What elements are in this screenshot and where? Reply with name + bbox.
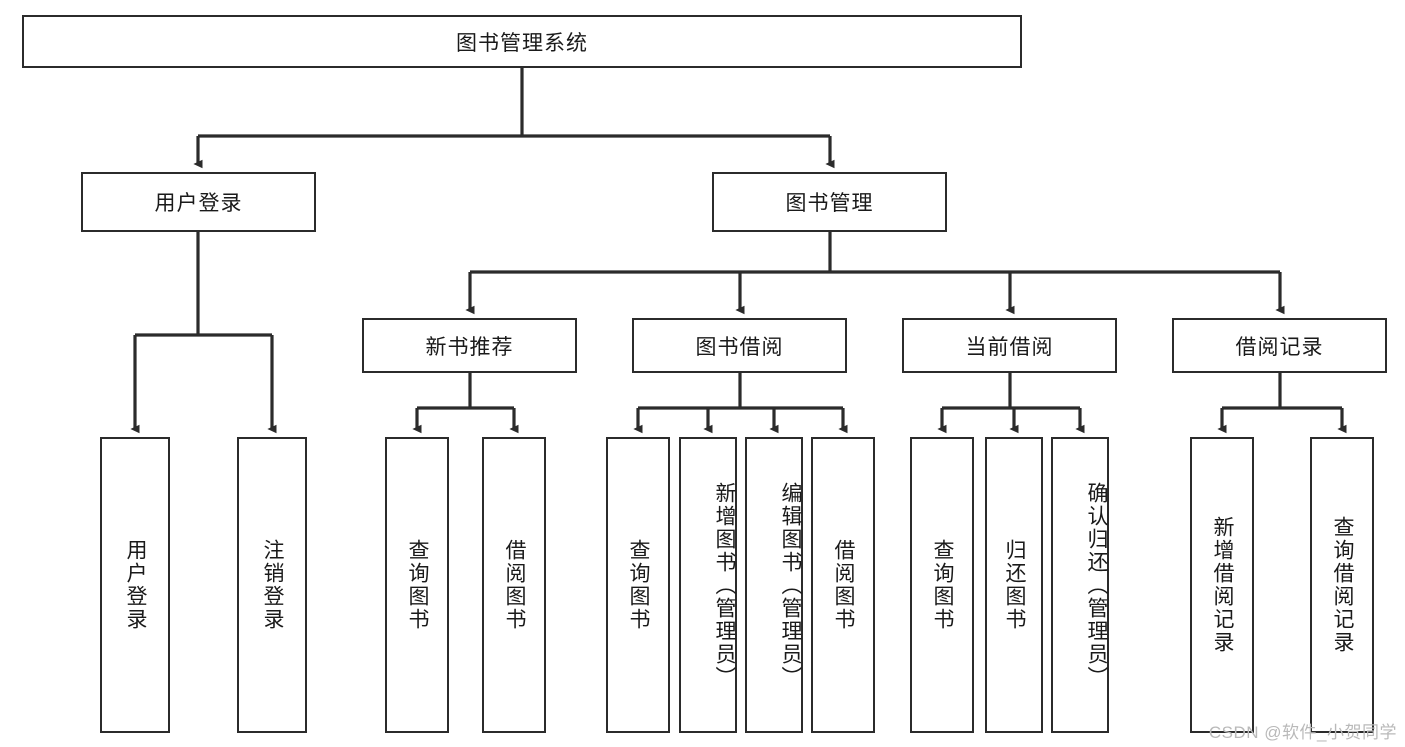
node-leaf-user-login-label: 用户登录 (124, 539, 148, 631)
node-leaf-add-book[interactable]: 新增图书（管理员） (679, 437, 737, 733)
node-leaf-return-book-label: 归还图书 (1003, 539, 1027, 631)
node-leaf-query-book-2[interactable]: 查询图书 (606, 437, 670, 733)
node-leaf-return-book[interactable]: 归还图书 (985, 437, 1043, 733)
node-book-management[interactable]: 图书管理 (712, 172, 947, 232)
node-leaf-query-book-1[interactable]: 查询图书 (385, 437, 449, 733)
node-leaf-add-record-label: 新增借阅记录 (1211, 516, 1235, 654)
node-leaf-user-logout[interactable]: 注销登录 (237, 437, 307, 733)
node-leaf-add-record[interactable]: 新增借阅记录 (1190, 437, 1254, 733)
node-leaf-borrow-book-2-label: 借阅图书 (832, 539, 856, 631)
node-user-login[interactable]: 用户登录 (81, 172, 316, 232)
node-new-book-recommend[interactable]: 新书推荐 (362, 318, 577, 373)
node-user-login-label: 用户登录 (154, 192, 243, 215)
node-root[interactable]: 图书管理系统 (22, 15, 1022, 68)
node-leaf-borrow-book-2[interactable]: 借阅图书 (811, 437, 875, 733)
node-leaf-edit-book-label: 编辑图书（管理员） (779, 481, 802, 689)
node-root-label: 图书管理系统 (456, 31, 588, 55)
node-book-management-label: 图书管理 (785, 192, 874, 215)
node-book-borrow-label: 图书借阅 (695, 335, 784, 359)
node-current-borrow[interactable]: 当前借阅 (902, 318, 1117, 373)
node-leaf-edit-book[interactable]: 编辑图书（管理员） (745, 437, 803, 733)
node-leaf-borrow-book-1-label: 借阅图书 (503, 539, 527, 631)
node-leaf-confirm-return-label: 确认归还（管理员） (1085, 481, 1108, 689)
node-leaf-query-book-2-label: 查询图书 (627, 539, 651, 631)
node-leaf-query-book-3-label: 查询图书 (931, 539, 955, 631)
node-leaf-query-record-label: 查询借阅记录 (1331, 516, 1355, 654)
node-leaf-confirm-return[interactable]: 确认归还（管理员） (1051, 437, 1109, 733)
node-book-borrow[interactable]: 图书借阅 (632, 318, 847, 373)
node-leaf-borrow-book-1[interactable]: 借阅图书 (482, 437, 546, 733)
watermark: CSDN @软件_小贺同学 (1208, 723, 1397, 742)
node-borrow-record-label: 借阅记录 (1235, 335, 1324, 359)
node-current-borrow-label: 当前借阅 (965, 335, 1054, 359)
node-leaf-add-book-label: 新增图书（管理员） (713, 481, 736, 689)
node-borrow-record[interactable]: 借阅记录 (1172, 318, 1387, 373)
node-leaf-user-logout-label: 注销登录 (261, 539, 285, 631)
node-new-book-recommend-label: 新书推荐 (425, 335, 514, 359)
node-leaf-query-book-1-label: 查询图书 (406, 539, 430, 631)
node-leaf-user-login[interactable]: 用户登录 (100, 437, 170, 733)
node-leaf-query-book-3[interactable]: 查询图书 (910, 437, 974, 733)
node-leaf-query-record[interactable]: 查询借阅记录 (1310, 437, 1374, 733)
